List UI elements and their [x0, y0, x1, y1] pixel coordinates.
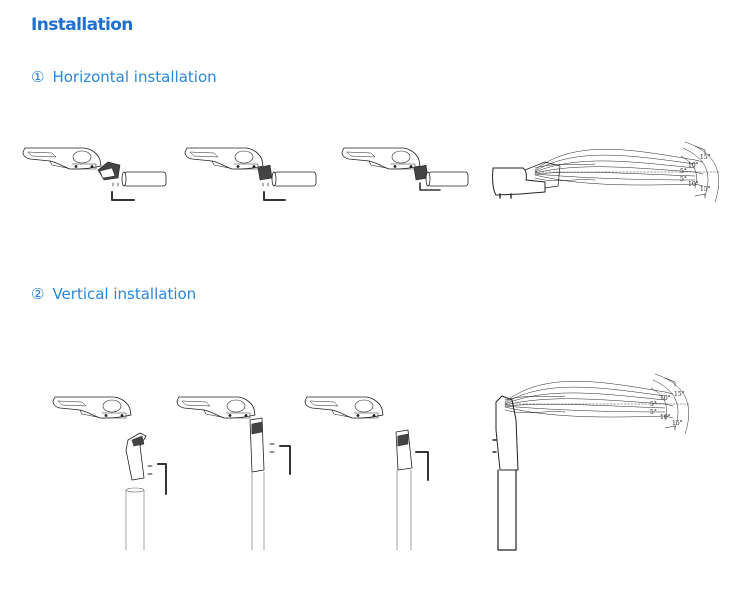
horizontal-angle-labels: 15° 10° 5° 5° 10° 15°	[680, 154, 711, 193]
horizontal-step-2	[184, 147, 317, 201]
horizontal-step-1	[22, 147, 167, 201]
section-label-vertical: Vertical installation	[52, 285, 197, 303]
section-label-horizontal: Horizontal installation	[52, 68, 217, 86]
v-angle-label-4: 5°	[650, 409, 657, 416]
vertical-step-1	[52, 396, 167, 551]
vertical-angle-labels: 10° 15° 5° 5° 10° 15°	[650, 391, 685, 427]
v-angle-label-3: 5°	[650, 401, 657, 408]
vertical-step-2	[176, 396, 291, 551]
h-angle-label-4: 5°	[680, 176, 687, 183]
v-angle-label-2: 15°	[674, 391, 685, 398]
horizontal-installation-heading: ① Horizontal installation	[31, 68, 217, 86]
v-angle-label-6: 15°	[672, 420, 683, 427]
vertical-tilt-angle-diagram	[492, 373, 691, 551]
h-angle-label-1: 15°	[700, 154, 711, 161]
h-angle-label-5: 10°	[688, 181, 699, 188]
h-angle-label-3: 5°	[680, 168, 687, 175]
h-angle-label-6: 15°	[700, 186, 711, 193]
h-angle-label-2: 10°	[688, 162, 699, 169]
section-number-1: ①	[31, 68, 45, 86]
horizontal-step-3	[341, 147, 469, 191]
horizontal-tilt-angle-diagram	[492, 141, 721, 203]
v-angle-label-5: 10°	[660, 414, 671, 421]
vertical-installation-heading: ② Vertical installation	[31, 285, 196, 303]
page-title: Installation	[31, 15, 133, 35]
vertical-step-3	[304, 396, 429, 551]
v-angle-label-1: 10°	[660, 395, 671, 402]
section-number-2: ②	[31, 285, 45, 303]
